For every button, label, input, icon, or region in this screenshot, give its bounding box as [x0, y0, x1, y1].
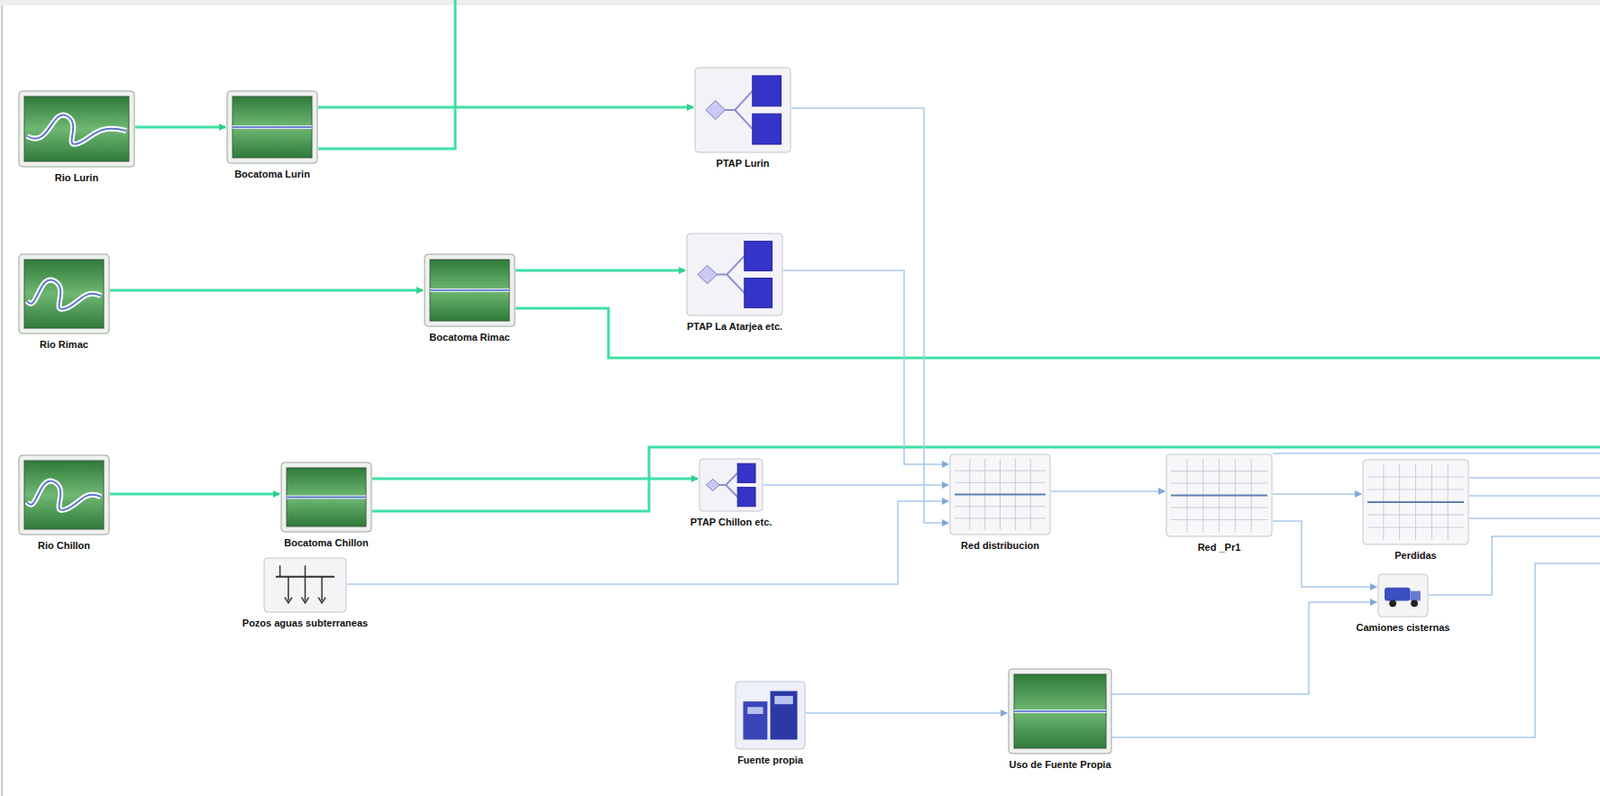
river-link: [318, 106, 694, 110]
node-label: Uso de Fuente Propia: [1006, 758, 1113, 771]
node-icon: [18, 90, 136, 168]
node-symbol: [734, 680, 806, 750]
model-node: PTAP La Atarjea etc.: [685, 232, 785, 333]
transmission-link: [783, 270, 949, 465]
river-reach: [515, 308, 1600, 358]
node-label: Bocatoma Rimac: [427, 331, 512, 344]
node-icon: [1165, 453, 1273, 538]
model-node: Bocatoma Rimac: [423, 253, 516, 344]
node-label: Rio Lurin: [53, 172, 101, 184]
node-symbol: [1362, 458, 1470, 546]
model-node: Rio Rimac: [18, 253, 110, 351]
node-symbol: [423, 253, 516, 328]
node-symbol: [1007, 667, 1113, 755]
river-link: [109, 289, 423, 293]
node-symbol: [1377, 573, 1429, 618]
model-node: Rio Chillon: [18, 454, 110, 552]
river-reach: [318, 0, 456, 149]
node-icon: [734, 680, 806, 750]
node-label: PTAP Chillon etc.: [688, 516, 775, 529]
node-label: Perdidas: [1392, 549, 1438, 562]
node-icon: [1377, 573, 1429, 618]
node-icon: [18, 253, 110, 335]
node-label: Rio Chillon: [36, 539, 92, 552]
river-link: [135, 126, 226, 129]
node-symbol: [226, 90, 319, 165]
node-label: Bocatoma Lurin: [232, 168, 312, 181]
transmission-link: [1112, 602, 1377, 695]
node-icon: [685, 232, 784, 317]
node-icon: [1362, 458, 1470, 546]
transmission-link: [1051, 490, 1165, 493]
node-label: Red distribucion: [959, 539, 1042, 552]
transmission-link: [791, 108, 949, 523]
node-symbol: [18, 90, 136, 168]
node-icon: [18, 454, 110, 536]
node-symbol: [685, 232, 784, 317]
transmission-link: [1428, 536, 1600, 595]
node-icon: [949, 453, 1052, 536]
node-icon: [280, 461, 373, 533]
node-icon: [263, 557, 348, 613]
node-symbol: [949, 453, 1052, 536]
model-node: Red _Pr1: [1165, 453, 1273, 554]
model-node: Perdidas: [1362, 458, 1470, 562]
return-link: [1491, 551, 1493, 595]
node-symbol: [263, 557, 348, 613]
model-node: Uso de Fuente Propia: [1006, 667, 1113, 771]
model-node: Bocatoma Chillon: [280, 461, 373, 549]
transmission-link: [347, 501, 949, 585]
node-label: Pozos aguas subterraneas: [240, 617, 370, 630]
transmission-link: [1469, 476, 1600, 479]
transmission-link: [1272, 493, 1362, 495]
river-link: [515, 269, 686, 273]
river-link: [109, 493, 280, 496]
transmission-link: [1272, 521, 1377, 587]
node-label: PTAP La Atarjea etc.: [685, 320, 785, 333]
model-node: PTAP Chillon etc.: [688, 457, 775, 529]
model-node: Fuente propia: [734, 680, 806, 767]
transmission-link: [1469, 494, 1600, 497]
node-icon: [698, 457, 764, 512]
node-label: Camiones cisternas: [1354, 621, 1453, 634]
node-label: Bocatoma Chillon: [282, 537, 371, 549]
model-node: Red distribucion: [949, 453, 1052, 552]
node-symbol: [18, 253, 110, 335]
node-symbol: [698, 457, 764, 512]
model-node: PTAP Lurin: [694, 66, 792, 170]
model-node: Pozos aguas subterraneas: [240, 557, 370, 630]
node-label: Fuente propia: [735, 754, 805, 767]
transmission-link: [1272, 452, 1600, 455]
panel-border: [0, 0, 3, 796]
node-icon: [694, 66, 792, 154]
node-symbol: [18, 454, 110, 536]
river-link: [372, 477, 698, 481]
node-symbol: [694, 66, 792, 154]
node-icon: [1007, 667, 1113, 755]
node-icon: [423, 253, 516, 328]
node-icon: [226, 90, 319, 165]
model-node: Bocatoma Lurin: [226, 90, 319, 181]
node-symbol: [1165, 453, 1273, 538]
node-symbol: [280, 461, 373, 533]
transmission-link: [805, 712, 1007, 714]
node-label: Rio Rimac: [37, 338, 91, 351]
transmission-link: [1112, 563, 1600, 738]
transmission-link: [763, 484, 949, 486]
model-node: Rio Lurin: [18, 90, 136, 184]
panel-top-bar: [0, 0, 1600, 6]
node-label: Red _Pr1: [1196, 541, 1244, 554]
model-node: Camiones cisternas: [1354, 573, 1453, 634]
transmission-link: [1469, 517, 1600, 520]
node-label: PTAP Lurin: [714, 157, 772, 170]
